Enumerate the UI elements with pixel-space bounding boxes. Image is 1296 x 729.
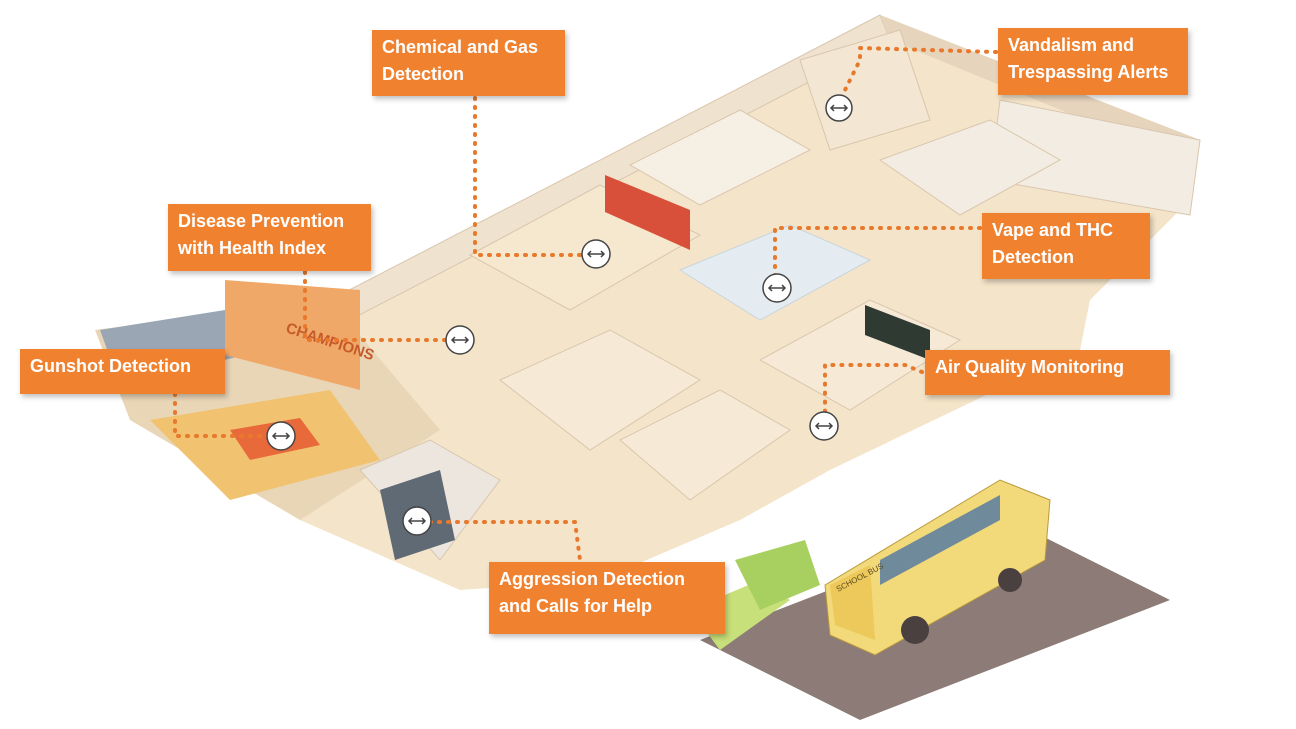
school-bus: SCHOOL BUS xyxy=(824,479,1051,656)
label-line: Disease Prevention xyxy=(178,211,345,231)
chalkboard-red xyxy=(605,175,690,250)
connector-disease xyxy=(303,270,462,342)
label-line: Air Quality Monitoring xyxy=(935,357,1124,377)
gunshot-detection-label: Gunshot Detection xyxy=(20,349,225,394)
label-line: with Health Index xyxy=(178,238,327,258)
chemical-gas-detection-label: Chemical and Gas Detection xyxy=(372,30,565,96)
label-line: Vandalism and xyxy=(1008,35,1135,55)
chalkboard-east xyxy=(865,305,930,360)
air-quality-monitoring-label: Air Quality Monitoring xyxy=(925,350,1170,395)
classroom-computer xyxy=(628,109,812,206)
sensor-circle-icon xyxy=(266,421,296,451)
vandalism-trespassing-label: Vandalism and Trespassing Alerts xyxy=(998,28,1188,95)
connector-aggression xyxy=(428,520,582,562)
vape-thc-detection-label: Vape and THC Detection xyxy=(982,213,1150,279)
connector-chemical xyxy=(473,96,597,257)
label-line: Chemical and Gas xyxy=(382,37,539,57)
sensor-circle-icon xyxy=(825,94,853,122)
sensor-circle-icon xyxy=(402,506,432,536)
label-line: Gunshot Detection xyxy=(30,356,191,376)
grass-strip-2 xyxy=(735,540,820,610)
sensor-circle-icon xyxy=(581,239,611,269)
disease-prevention-label: Disease Prevention with Health Index xyxy=(168,204,371,271)
music-room xyxy=(499,329,701,451)
label-line: Trespassing Alerts xyxy=(1008,62,1169,82)
connector-vape xyxy=(773,226,982,287)
label-line: Detection xyxy=(382,64,465,84)
label-line: Vape and THC xyxy=(992,220,1114,240)
sensor-circle-icon xyxy=(762,273,792,303)
label-line: Detection xyxy=(992,247,1075,267)
sensors xyxy=(266,94,853,536)
cafeteria xyxy=(878,119,1062,216)
art-room xyxy=(619,389,791,501)
connector-airquality xyxy=(823,363,924,427)
label-line: Aggression Detection xyxy=(499,569,686,589)
sensor-circle-icon xyxy=(445,325,475,355)
gym-wall xyxy=(225,280,360,390)
restroom xyxy=(678,224,872,321)
connector-vandalism xyxy=(838,45,998,102)
label-line: and Calls for Help xyxy=(499,596,653,616)
sensor-circle-icon xyxy=(809,411,839,441)
connector-lines xyxy=(173,45,998,562)
aggression-detection-label: Aggression Detection and Calls for Help xyxy=(489,562,725,634)
